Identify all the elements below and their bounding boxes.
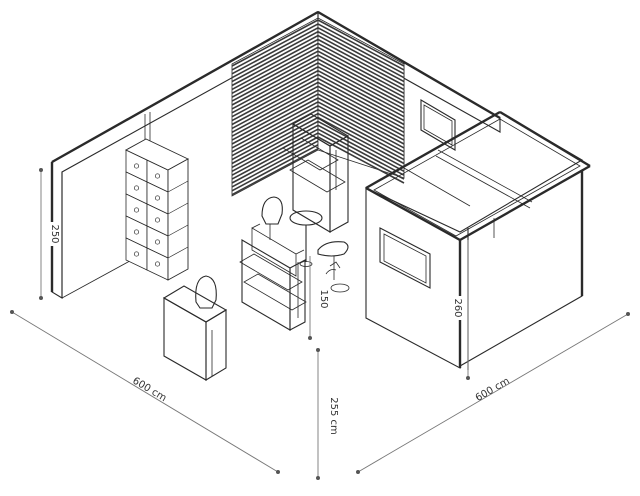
width-left-label: 600 cm [130, 375, 168, 404]
depth-center-label: 255 cm [328, 397, 339, 435]
cube-shelving-unit [125, 138, 189, 281]
dimension-wall-height-right: 260 [452, 240, 470, 380]
round-table-set [261, 196, 350, 293]
display-stand-back [282, 113, 350, 233]
counter-height-label: 150 [318, 289, 329, 308]
dimension-wall-height-left: 250 [39, 168, 60, 300]
front-wall-screen [379, 227, 431, 289]
wall-height-left-label: 250 [49, 224, 60, 243]
slatwall-panel-left [231, 17, 319, 197]
dimension-depth-center: 255 cm [316, 348, 339, 480]
back-wall-screen [420, 99, 456, 151]
dimension-counter-height: 150 [308, 256, 329, 340]
slatwall-panel-right [317, 17, 405, 184]
wall-height-right-label: 260 [452, 298, 463, 317]
dimension-width-left: 600 cm [10, 310, 280, 474]
reception-counter [162, 275, 228, 381]
display-stand-front [239, 223, 307, 331]
width-right-label: 600 cm [474, 376, 512, 404]
dimension-width-right: 600 cm [356, 312, 630, 474]
